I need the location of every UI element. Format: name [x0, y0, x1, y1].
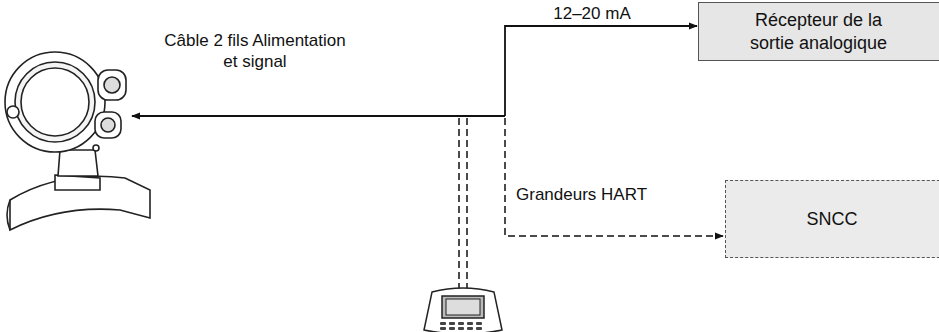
receiver-box: Récepteur de la sortie analogique	[698, 2, 939, 61]
hart-label: Grandeurs HART	[513, 184, 650, 205]
signal-wire	[132, 26, 697, 116]
signal-label: 12–20 mA	[537, 3, 647, 24]
handheld-communicator	[424, 288, 502, 332]
box-text: Récepteur de la sortie analogique	[719, 9, 919, 54]
dcs-box: SNCC	[725, 180, 939, 258]
hart-wire	[459, 118, 723, 292]
box-text: SNCC	[806, 208, 857, 231]
cable-label: Câble 2 fils Alimentation et signal	[157, 30, 353, 73]
transmitter-illustration	[5, 52, 150, 230]
